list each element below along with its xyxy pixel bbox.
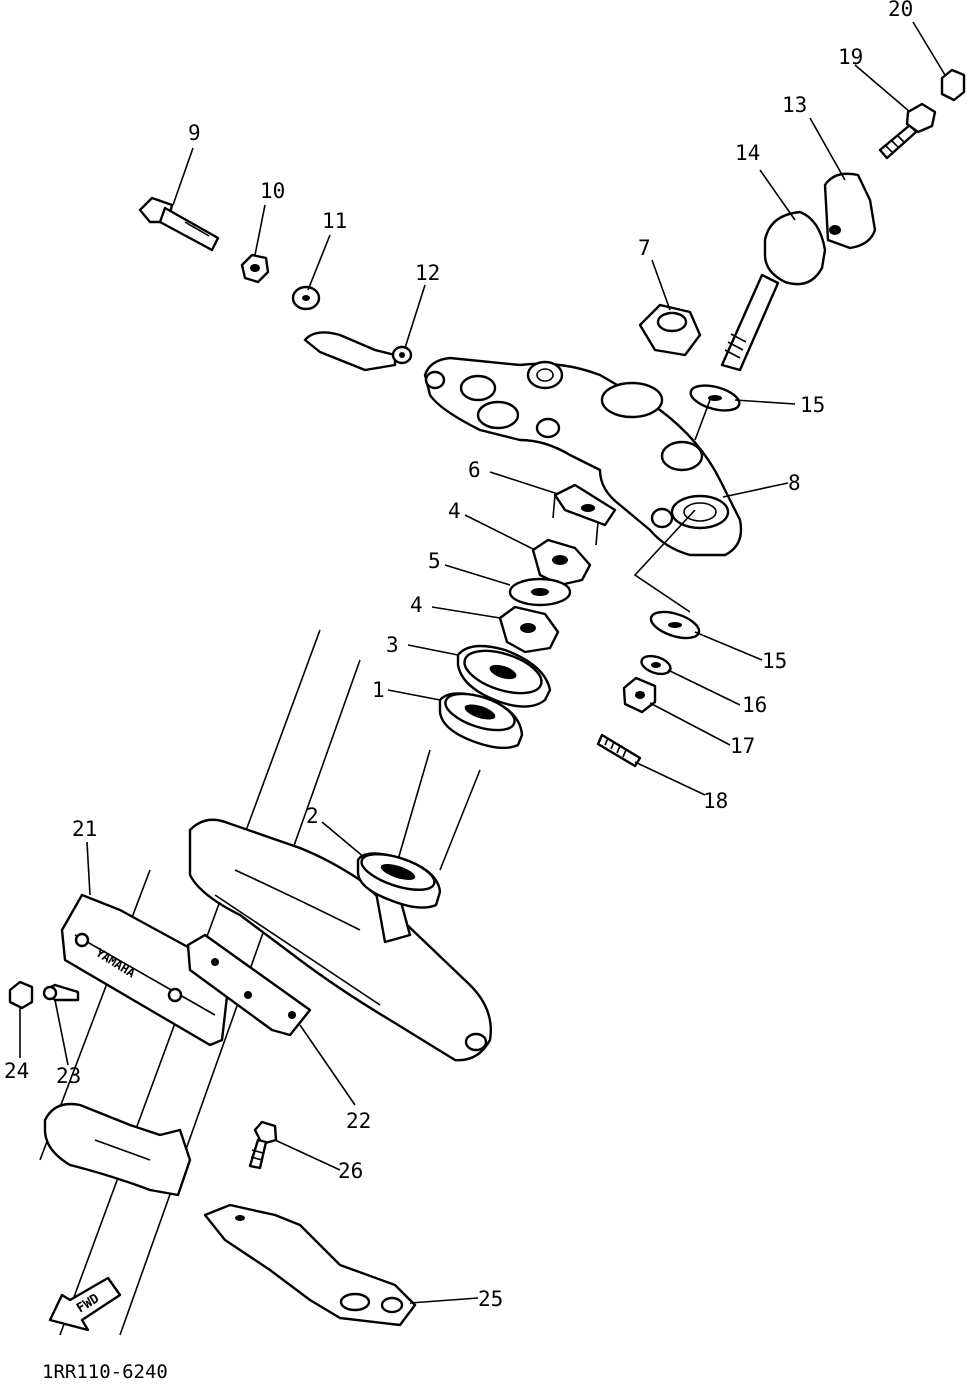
- callout-20: 20: [888, 0, 913, 21]
- callout-7: 7: [638, 236, 651, 260]
- callout-2: 2: [306, 804, 319, 828]
- callout-13: 13: [782, 93, 807, 117]
- washer-5: [508, 577, 572, 607]
- upper-bracket: [423, 356, 743, 557]
- leader-lines: [19, 21, 946, 1304]
- callout-8: 8: [788, 471, 801, 495]
- part-13-holder-cap: [823, 172, 877, 250]
- fwd-arrow: FWD: [48, 1276, 122, 1332]
- part-7-cap: [638, 303, 702, 357]
- callout-23: 23: [56, 1064, 81, 1088]
- callout-4-lower: 4: [410, 593, 423, 617]
- callout-6: 6: [468, 458, 481, 482]
- callout-21: 21: [72, 817, 97, 841]
- callout-1: 1: [372, 678, 385, 702]
- under-bracket-base: [43, 1102, 192, 1197]
- callout-14: 14: [735, 141, 760, 165]
- bearing-1: [438, 692, 524, 750]
- bearing-3: [456, 644, 552, 708]
- callout-26: 26: [338, 1159, 363, 1183]
- part-22-bracket: [186, 933, 312, 1037]
- part-20-nut: [940, 68, 966, 102]
- part-6-clamp-plate: [552, 483, 617, 546]
- callout-labels: 1 2 3 4 4 5 6 7 8 9 10 11 12 13 14 15 15…: [4, 0, 913, 1311]
- part-14-holder: [720, 210, 827, 372]
- part-23-screw: [42, 983, 80, 1002]
- part-15-washer-upper: [689, 384, 741, 412]
- callout-17: 17: [730, 734, 755, 758]
- callout-15-upper: 15: [800, 393, 825, 417]
- callout-5: 5: [428, 549, 441, 573]
- part-26-bolt: [248, 1120, 278, 1170]
- part-11-washer: [291, 285, 321, 311]
- callout-15-lower: 15: [762, 649, 787, 673]
- part-24-nut: [8, 980, 34, 1010]
- callout-19: 19: [838, 45, 863, 69]
- callout-10: 10: [260, 179, 285, 203]
- part-17-nut: [622, 676, 657, 714]
- bearing-2: [356, 852, 442, 909]
- part-9-bolt: [138, 196, 220, 252]
- callout-22: 22: [346, 1109, 371, 1133]
- callout-9: 9: [188, 121, 201, 145]
- callout-16: 16: [742, 693, 767, 717]
- drawing-code: 1RR110-6240: [42, 1361, 168, 1381]
- ring-nut-lower: [498, 605, 560, 654]
- part-19-bolt: [878, 102, 937, 160]
- part-10-nut: [240, 253, 270, 284]
- callout-11: 11: [322, 209, 347, 233]
- part-16-spring-washer: [640, 654, 672, 676]
- callout-25: 25: [478, 1287, 503, 1311]
- callout-3: 3: [386, 633, 399, 657]
- part-12-lead-plate: [303, 331, 413, 372]
- part-18-stud: [596, 733, 642, 768]
- part-25-lower-bracket: [203, 1203, 417, 1327]
- part-15-washer-lower: [649, 610, 701, 640]
- callout-12: 12: [415, 261, 440, 285]
- steering-stem-under-bracket: [188, 749, 492, 1062]
- callout-4-upper: 4: [448, 499, 461, 523]
- callout-24: 24: [4, 1059, 29, 1083]
- ring-nut-upper: [531, 538, 592, 587]
- callout-18: 18: [703, 789, 728, 813]
- part-21-nameplate: YAMAHA: [60, 893, 232, 1047]
